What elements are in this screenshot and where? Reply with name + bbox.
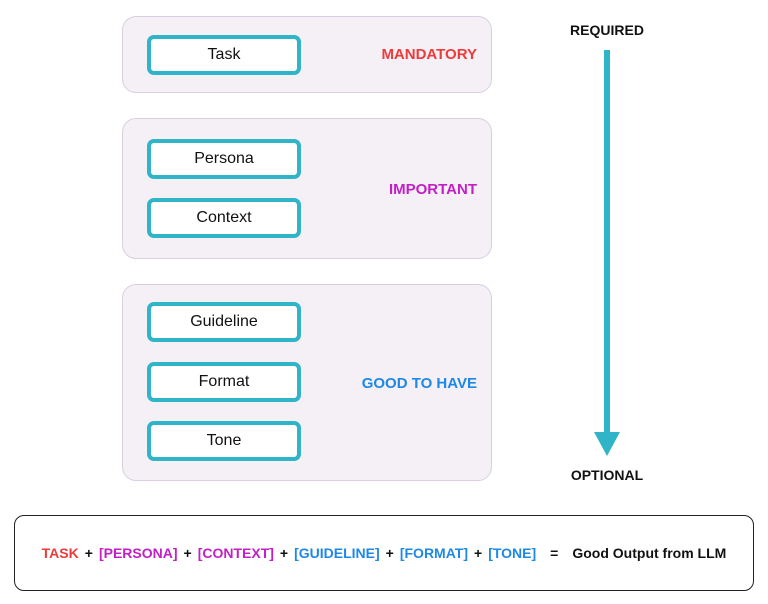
item-guideline: Guideline [147, 302, 301, 342]
label-optional: OPTIONAL [570, 467, 644, 483]
item-tone: Tone [147, 421, 301, 461]
label-important: IMPORTANT [388, 181, 477, 198]
formula-plus: + [183, 545, 192, 561]
formula-result: Good Output from LLM [572, 545, 727, 561]
formula-format: [FORMAT] [399, 545, 469, 561]
group-mandatory: Task MANDATORY [122, 16, 492, 93]
formula-box: TASK + [PERSONA] + [CONTEXT] + [GUIDELIN… [14, 515, 754, 591]
formula-task: TASK [41, 545, 79, 561]
label-mandatory: MANDATORY [381, 46, 477, 63]
formula-guideline: [GUIDELINE] [294, 545, 380, 561]
formula-tone: [TONE] [488, 545, 537, 561]
formula-plus: + [474, 545, 483, 561]
formula-plus: + [385, 545, 394, 561]
formula-plus: + [279, 545, 289, 561]
formula-persona: [PERSONA] [98, 545, 178, 561]
group-important: Persona Context IMPORTANT [122, 118, 492, 259]
item-task: Task [147, 35, 301, 75]
formula-equals: = [550, 545, 559, 561]
down-arrow-icon [594, 50, 620, 456]
item-context: Context [147, 198, 301, 238]
group-good-to-have: Guideline Format Tone GOOD TO HAVE [122, 284, 492, 481]
label-good-to-have: GOOD TO HAVE [361, 375, 477, 392]
item-persona: Persona [147, 139, 301, 179]
item-format: Format [147, 362, 301, 402]
formula-context: [CONTEXT] [197, 545, 274, 561]
formula-plus: + [84, 545, 93, 561]
label-required: REQUIRED [570, 22, 644, 38]
